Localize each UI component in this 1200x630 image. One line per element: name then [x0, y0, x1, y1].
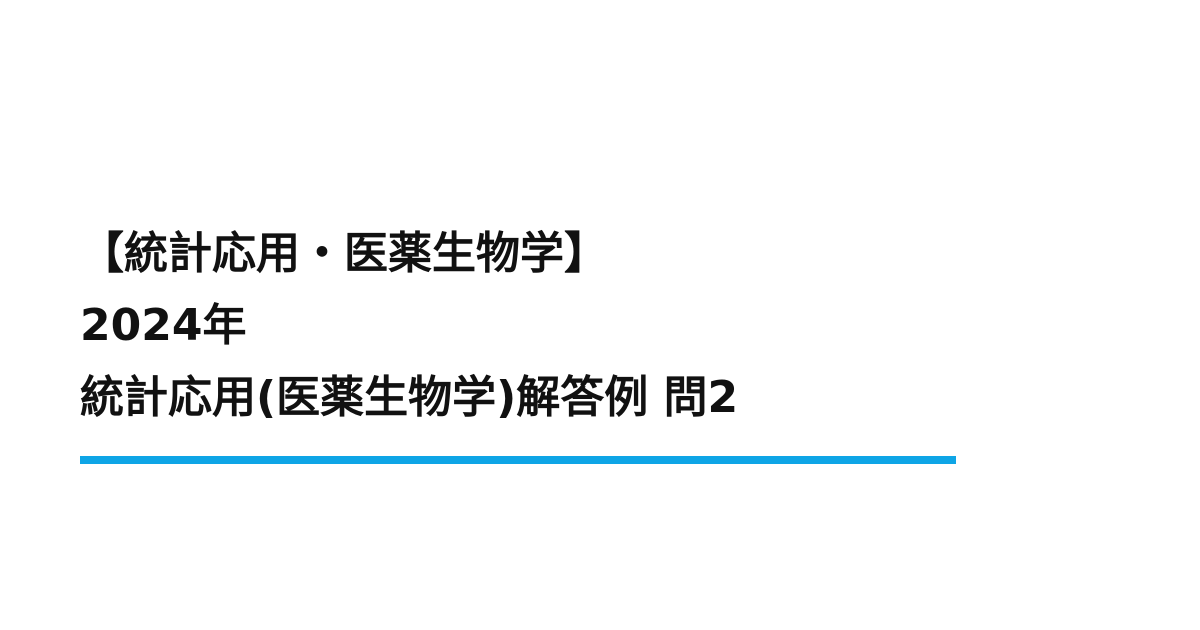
title-line-subject: 統計応用(医薬生物学)解答例 問2 [80, 372, 739, 423]
title-underline [80, 456, 956, 464]
title-line-year: 2024年 [80, 300, 247, 351]
title-line-category: 【統計応用・医薬生物学】 [80, 228, 608, 279]
article-title: 【統計応用・医薬生物学】 2024年 統計応用(医薬生物学)解答例 問2 [80, 218, 1140, 434]
